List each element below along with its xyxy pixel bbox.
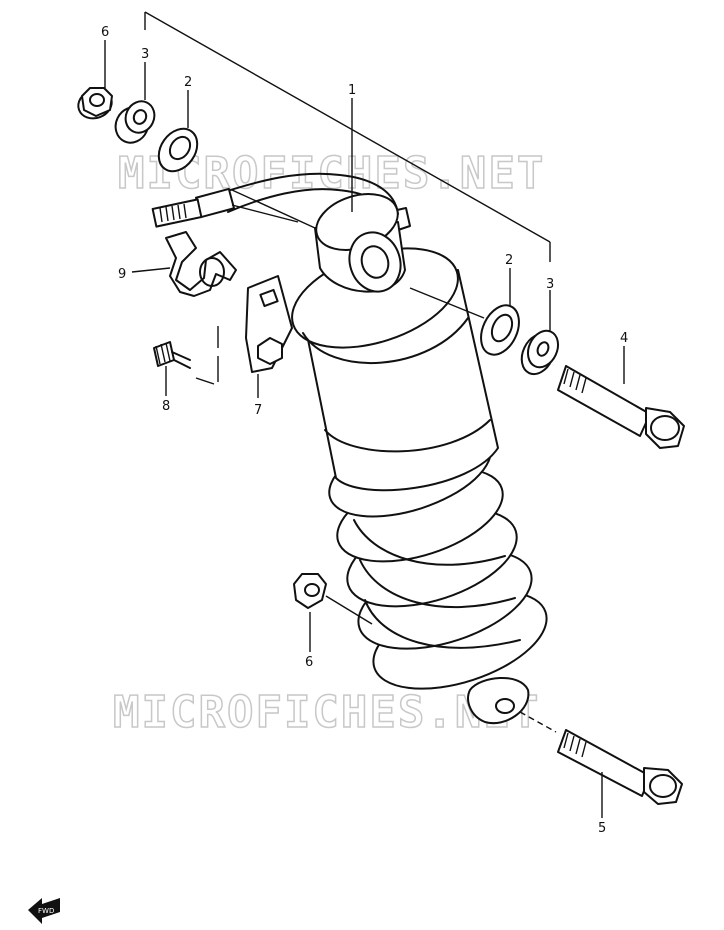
flange-nut-lower: [293, 573, 373, 625]
shock-absorber-body: [291, 193, 548, 725]
collar-right: [520, 329, 560, 376]
collar-top: [114, 100, 156, 144]
assembly-line-7-8: [195, 326, 219, 385]
bolt-lower: [519, 711, 683, 805]
bolt-upper: [557, 365, 685, 449]
callout-4: 4: [620, 331, 628, 346]
seal-washer-top: [157, 127, 199, 173]
leader-lines: [104, 40, 625, 818]
callout-8: 8: [162, 399, 170, 414]
callout-6-lower: 6: [305, 655, 313, 670]
mounting-bracket: [245, 275, 293, 373]
top-mount: [314, 193, 406, 293]
seal-washer-right: [480, 304, 520, 356]
lower-mount-eye: [467, 676, 530, 725]
assembly-bracket: [144, 11, 551, 262]
callout-2-top: 2: [184, 75, 192, 90]
callout-2-right: 2: [505, 253, 513, 268]
centerline-upper: [231, 189, 485, 319]
coil-spring: [328, 426, 548, 690]
callout-7: 7: [254, 403, 262, 418]
callout-9: 9: [118, 267, 126, 282]
front-direction-arrow: FWD: [28, 898, 60, 924]
bracket-screw: [153, 341, 191, 369]
callout-1: 1: [348, 83, 356, 98]
hose-clamp: [165, 231, 237, 297]
flange-nut-top: [77, 87, 113, 120]
callout-3-top: 3: [141, 47, 149, 62]
callout-5: 5: [598, 821, 606, 836]
front-arrow-label: FWD: [38, 907, 54, 915]
callout-3-right: 3: [546, 277, 554, 292]
callout-6-top: 6: [101, 25, 109, 40]
